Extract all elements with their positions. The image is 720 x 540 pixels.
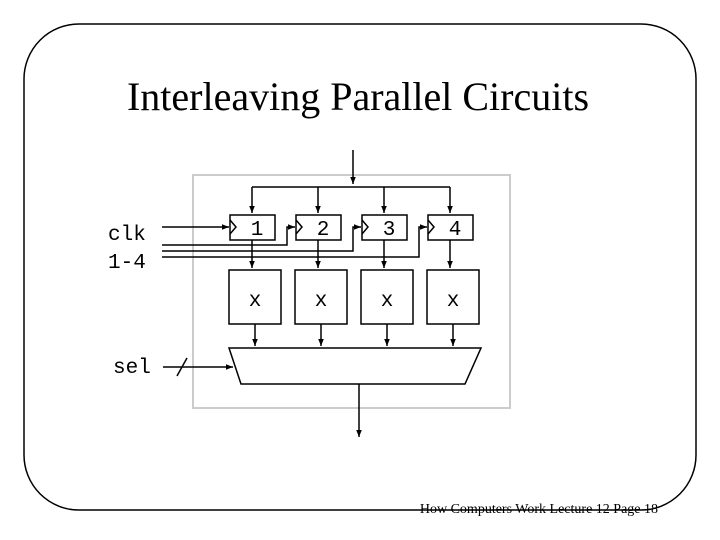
circuit-label: x [315,290,328,313]
circuit-label: x [447,290,460,313]
multiplexer [227,347,483,385]
register-1: 1 [229,214,276,242]
circuit-1: x [228,269,282,325]
register-label: 1 [251,219,264,242]
select-bus-slash [176,357,188,377]
clock-triangle-icon [427,219,435,235]
register-label: 4 [449,219,462,242]
clock-label-line2: 1-4 [108,252,146,275]
register-3: 3 [361,214,408,242]
circuit-enclosure [192,174,511,409]
circuit-outputs [252,324,456,346]
clock-triangle-icon [361,219,369,235]
circuit-3: x [360,269,414,325]
clock-label-line1: clk [108,224,146,247]
clock-lines [162,224,427,258]
circuit-2: x [294,269,348,325]
circuit-4: x [426,269,480,325]
register-outputs [249,240,453,268]
page-title: Interleaving Parallel Circuits [127,74,589,119]
footer-text: How Computers Work Lecture 12 Page 18 [420,502,658,517]
register-4: 4 [427,214,474,242]
register-label: 2 [317,219,330,242]
input-branches [249,187,453,213]
circuit-label: x [249,290,262,313]
clock-triangle-icon [229,219,237,235]
select-label: sel [113,357,151,380]
register-label: 3 [383,219,396,242]
circuit-label: x [381,290,394,313]
register-2: 2 [295,214,342,242]
clock-triangle-icon [295,219,303,235]
